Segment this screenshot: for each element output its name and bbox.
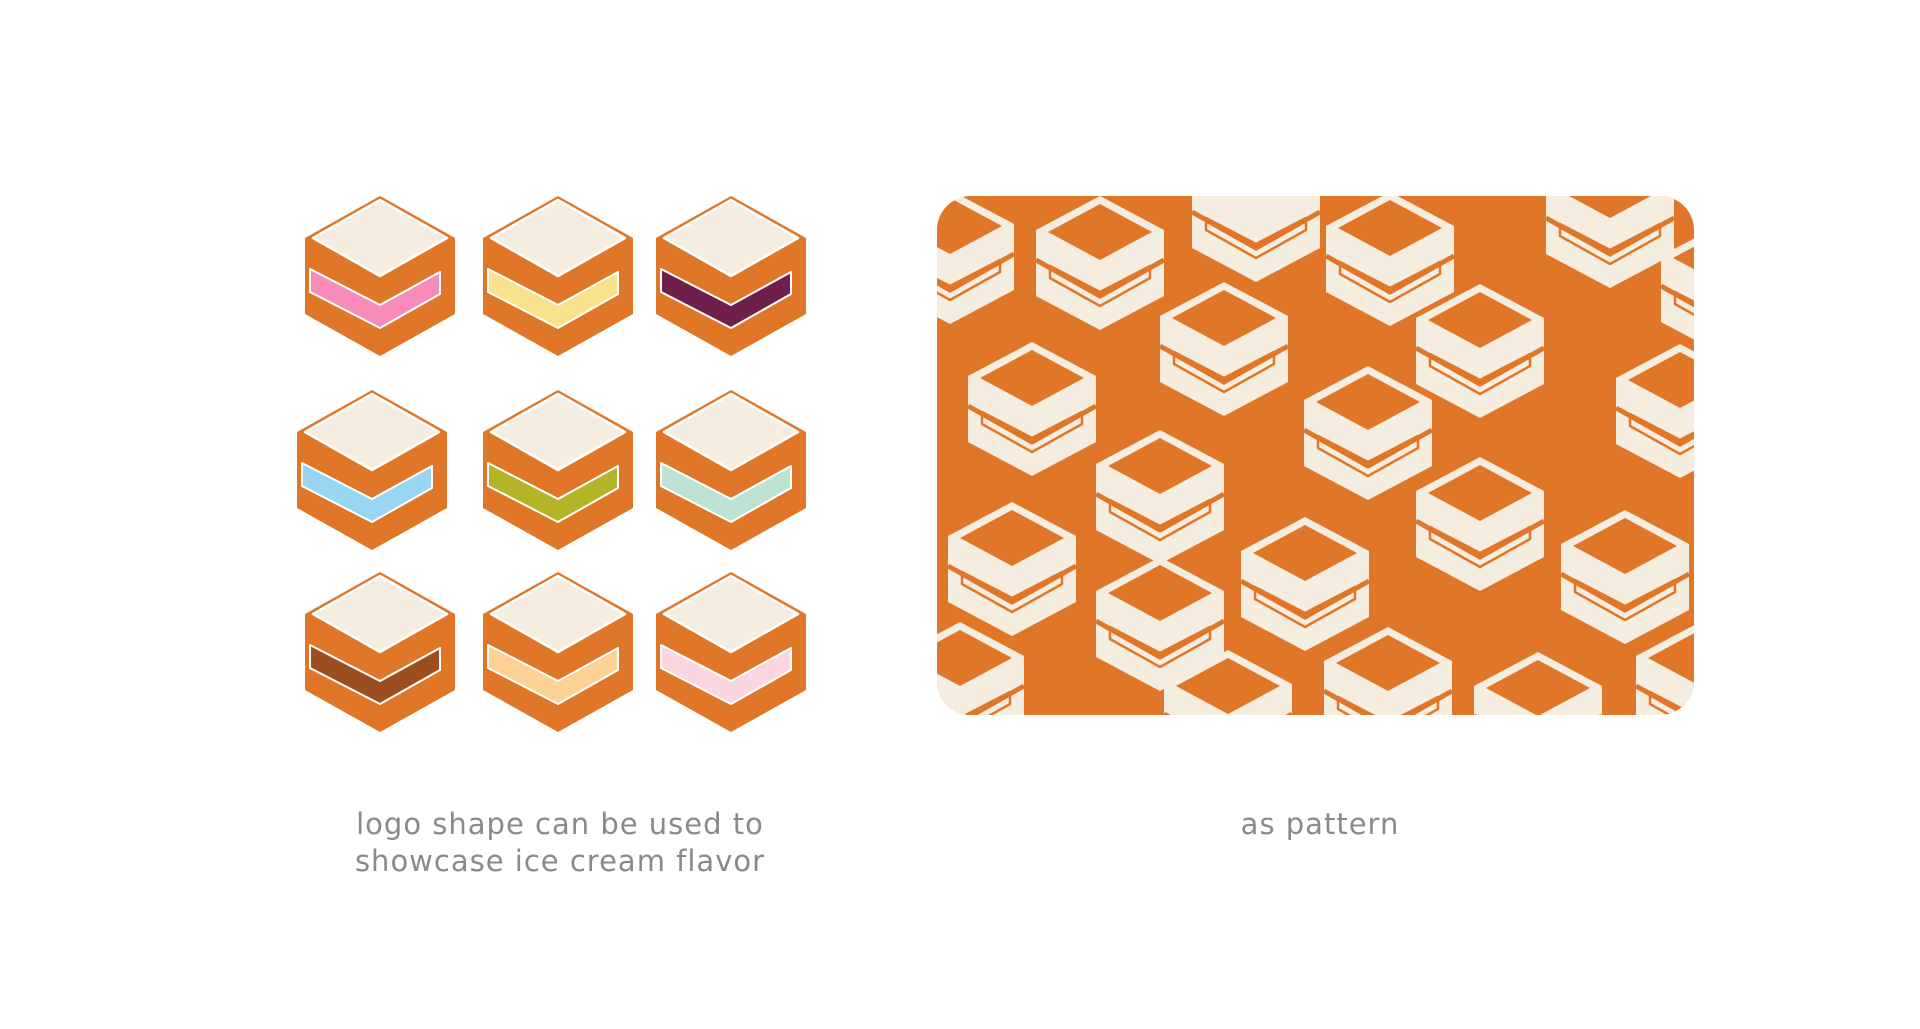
pattern-icon (966, 342, 1098, 476)
flavor-stripe (660, 462, 792, 523)
flavor-stripe (309, 644, 441, 705)
pattern-icon (1196, 196, 1324, 216)
flavor-icon (483, 572, 633, 732)
flavor-stripe (487, 462, 619, 523)
flavor-icon (656, 572, 806, 732)
pattern-icon (1158, 282, 1290, 416)
pattern-icon (946, 502, 1078, 636)
pattern-icon (1034, 196, 1166, 330)
pattern-icon (1239, 517, 1371, 651)
cube-top (489, 574, 627, 654)
cube-top (489, 198, 627, 278)
pattern-icon (1414, 457, 1546, 591)
flavor-icon (483, 390, 633, 550)
flavor-icon-grid (297, 196, 806, 732)
flavor-caption: logo shape can be used to showcase ice c… (300, 806, 820, 880)
pattern-icon (937, 196, 1016, 324)
flavor-icon (305, 196, 455, 356)
flavor-icon (483, 196, 633, 356)
pattern-icon (937, 622, 1026, 715)
cube-top (489, 392, 627, 472)
pattern-icon (1634, 622, 1694, 715)
pattern-caption: as pattern (1240, 807, 1400, 841)
pattern-icon (1322, 627, 1454, 715)
cube-top (303, 392, 441, 472)
pattern-icon (1559, 510, 1691, 644)
pattern-icon (1094, 557, 1226, 691)
pattern-icon (1659, 222, 1694, 356)
flavor-caption-line-2: showcase ice cream flavor (354, 844, 766, 878)
flavor-stripe (309, 268, 441, 329)
pattern-icon (1472, 652, 1604, 715)
flavor-stripe (301, 462, 433, 523)
pattern-icon (1324, 196, 1456, 326)
cube-top (311, 574, 449, 654)
flavor-icon (305, 572, 455, 732)
flavor-icon (656, 196, 806, 356)
flavor-caption-line-1: logo shape can be used to (356, 807, 764, 841)
flavor-icon (656, 390, 806, 550)
flavor-stripe (660, 268, 792, 329)
pattern-icon (1414, 284, 1546, 418)
flavor-stripe (487, 644, 619, 705)
pattern-icon (1162, 650, 1294, 715)
flavor-stripe (660, 644, 792, 705)
flavor-stripe (487, 268, 619, 329)
flavor-icon (297, 390, 447, 550)
pattern-icon (1544, 196, 1676, 288)
pattern-icon (1614, 344, 1694, 478)
cube-top (662, 392, 800, 472)
pattern-icon (1302, 366, 1434, 500)
cube-top (311, 198, 449, 278)
cube-top (662, 198, 800, 278)
pattern-tiles (937, 196, 1694, 715)
cube-top (662, 574, 800, 654)
pattern-icon (1094, 430, 1226, 564)
